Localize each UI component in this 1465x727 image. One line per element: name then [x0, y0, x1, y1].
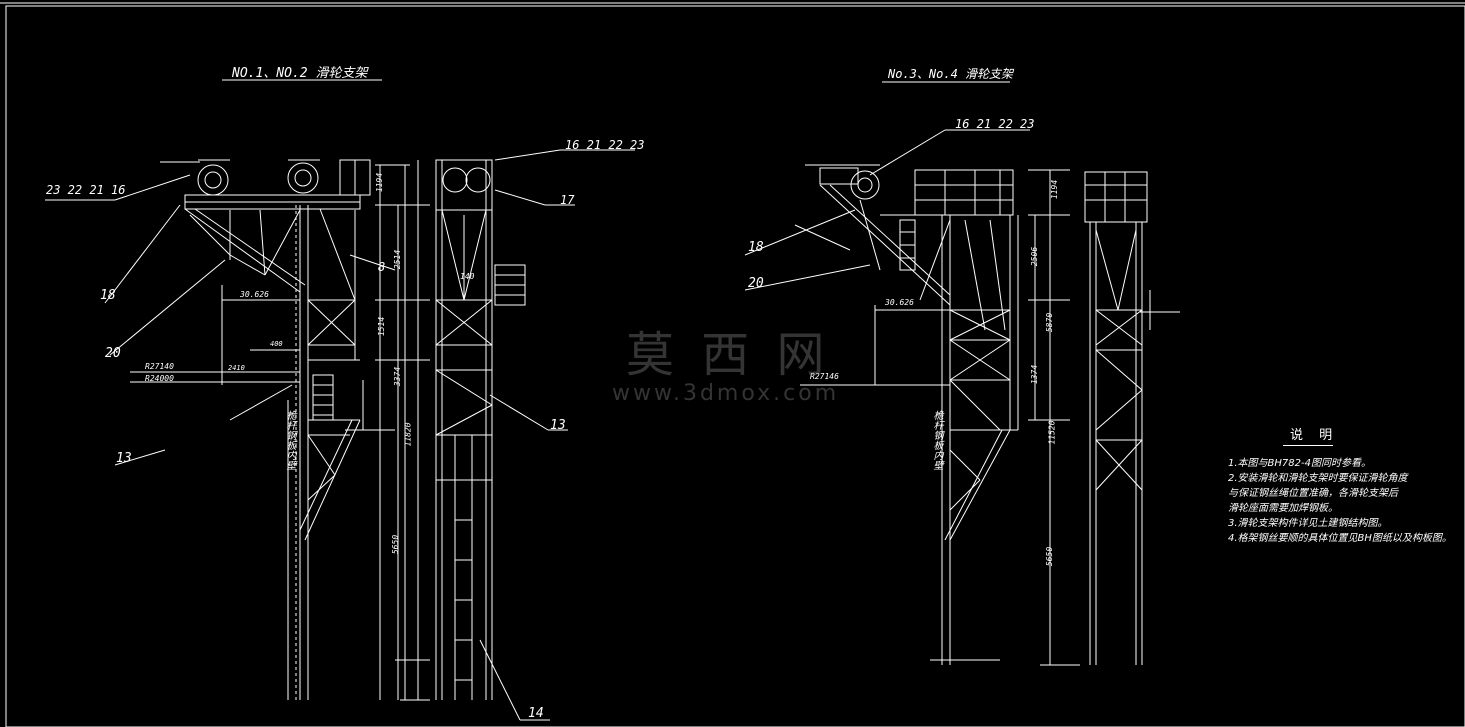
- left-callout-16-21-22-23: 16 21 22 23: [565, 138, 645, 152]
- left-callout-13b: 13: [550, 418, 566, 433]
- right-dim-r27146: R27146: [810, 372, 839, 381]
- left-dim-5650: 5650: [391, 534, 401, 555]
- left-callout-18: 18: [100, 288, 116, 303]
- notes-item: 2.安装滑轮和滑轮支架时要保证滑轮角度: [1228, 473, 1408, 484]
- right-callout-16-21-22-23: 16 21 22 23: [955, 117, 1035, 131]
- left-callout-20: 20: [105, 346, 121, 361]
- right-callout-20: 20: [748, 276, 764, 291]
- drawing-frame: [5, 5, 1465, 727]
- watermark-cn: 莫 西 网: [626, 327, 831, 383]
- right-dim-30-626: 30.626: [885, 298, 914, 307]
- left-callout-8: 8: [378, 260, 386, 274]
- watermark-url: www.3dmox.com: [612, 381, 840, 406]
- left-side-text: 桅杆钢板内壁: [284, 410, 295, 470]
- notes-title-underline: [1283, 445, 1333, 446]
- right-dim-1374: 1374: [1030, 364, 1040, 385]
- left-dim-1514: 1514: [377, 316, 387, 337]
- left-dim-r24000: R24000: [145, 374, 174, 383]
- right-dim-5870: 5870: [1045, 312, 1055, 333]
- right-dim-1194: 1194: [1050, 179, 1060, 200]
- right-callout-18: 18: [748, 240, 764, 255]
- left-dim-400: 400: [270, 340, 283, 348]
- left-assembly: [45, 79, 635, 721]
- left-callout-17: 17: [560, 193, 575, 207]
- notes-item: 1.本图与BH782-4图同时参看。: [1228, 458, 1371, 469]
- left-callout-23-22-21-16: 23 22 21 16: [46, 183, 126, 197]
- left-callout-14: 14: [528, 706, 544, 721]
- notes-title: 说 明: [1290, 428, 1339, 443]
- right-side-text: 桅杆钢板内壁: [931, 410, 942, 470]
- right-title: No.3、No.4 滑轮支架: [888, 67, 1014, 81]
- left-dim-2514: 2514: [393, 249, 403, 270]
- left-dim-11820: 11820: [403, 422, 413, 447]
- right-dim-11520: 11520: [1047, 420, 1057, 445]
- notes-item: 3.滑轮支架构件详见土建钢结构图。: [1228, 518, 1388, 529]
- right-dim-2506: 2506: [1030, 246, 1040, 267]
- left-dim-2410: 2410: [228, 364, 245, 372]
- left-dim-r27140: R27140: [145, 362, 174, 371]
- left-title: NO.1、NO.2 滑轮支架: [232, 66, 368, 81]
- right-assembly: [744, 81, 1180, 666]
- notes-item: 4.格架钢丝要顺的具体位置见BH图纸以及构板图。: [1228, 533, 1452, 544]
- left-callout-13a: 13: [116, 451, 132, 466]
- notes-list: 1.本图与BH782-4图同时参看。 2.安装滑轮和滑轮支架时要保证滑轮角度 与…: [1228, 456, 1452, 546]
- left-dim-3374: 3374: [393, 366, 403, 387]
- left-dim-30-626: 30.626: [240, 290, 269, 299]
- left-dim-1194: 1194: [375, 172, 385, 193]
- left-dim-140: 140: [460, 272, 475, 281]
- notes-item: 滑轮座面需要加焊钢板。: [1228, 503, 1338, 514]
- right-dim-5650: 5650: [1045, 546, 1055, 567]
- notes-item: 与保证钢丝绳位置准确，各滑轮支架后: [1228, 488, 1398, 499]
